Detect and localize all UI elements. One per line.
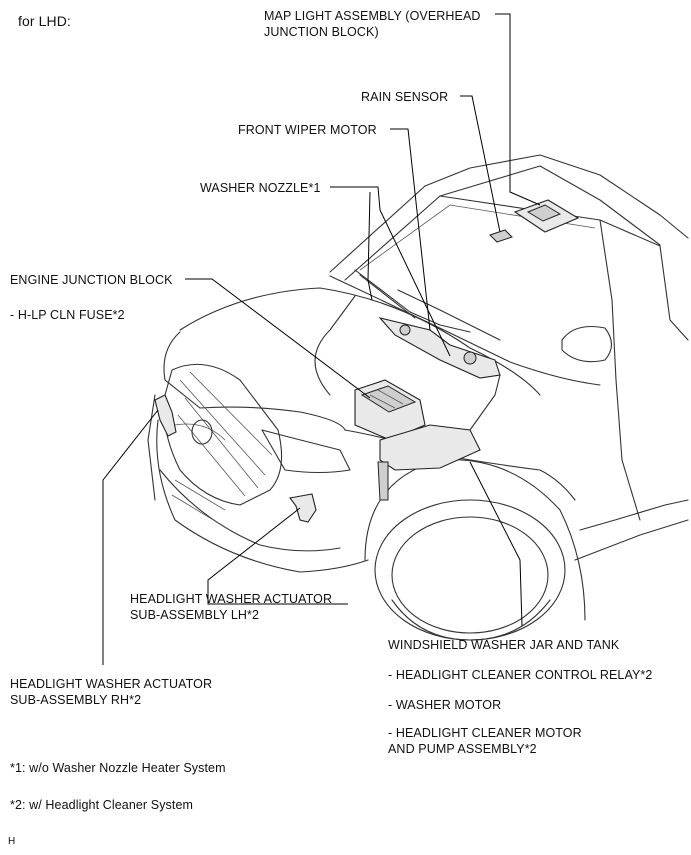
footnote-2: *2: w/ Headlight Cleaner System: [10, 798, 194, 812]
label-hl-washer-lh-line1: HEADLIGHT WASHER ACTUATOR: [130, 592, 333, 606]
headlight-washer-lh-drawing: [289, 493, 317, 523]
label-hl-cleaner-relay: - HEADLIGHT CLEANER CONTROL RELAY*2: [388, 668, 653, 682]
header-title: for LHD:: [18, 13, 71, 29]
footnote-1: *1: w/o Washer Nozzle Heater System: [10, 761, 226, 775]
washer-tank-drawing: [377, 374, 501, 501]
label-hl-washer-rh-line1: HEADLIGHT WASHER ACTUATOR: [10, 677, 213, 691]
label-washer-motor: - WASHER MOTOR: [388, 698, 502, 712]
label-hl-washer-rh-line2: SUB-ASSEMBLY RH*2: [10, 693, 142, 707]
vehicle-body-outline: [147, 154, 689, 641]
label-hl-cleaner-motor-line2: AND PUMP ASSEMBLY*2: [388, 742, 537, 756]
wiper-assembly-drawing: [354, 269, 501, 379]
label-map-light-line1: MAP LIGHT ASSEMBLY (OVERHEAD: [264, 9, 481, 23]
label-hl-cleaner-motor-line1: - HEADLIGHT CLEANER MOTOR: [388, 726, 582, 740]
map-light-assembly-drawing: [513, 199, 580, 233]
leader-lines: [102, 13, 541, 665]
label-washer-jar: WINDSHIELD WASHER JAR AND TANK: [388, 638, 620, 652]
label-front-wiper-motor: FRONT WIPER MOTOR: [238, 123, 377, 137]
headlight-washer-rh-drawing: [154, 394, 177, 437]
label-engine-junction-block: ENGINE JUNCTION BLOCK: [10, 273, 173, 287]
label-washer-nozzle: WASHER NOZZLE*1: [200, 181, 321, 195]
engine-junction-block-drawing: [354, 379, 426, 441]
corner-mark: H: [8, 836, 16, 847]
label-map-light-line2: JUNCTION BLOCK): [264, 25, 379, 39]
label-rain-sensor: RAIN SENSOR: [361, 90, 449, 104]
rain-sensor-drawing: [489, 229, 513, 243]
label-hlp-cln-fuse: - H-LP CLN FUSE*2: [10, 308, 125, 322]
label-hl-washer-lh-line2: SUB-ASSEMBLY LH*2: [130, 608, 260, 622]
